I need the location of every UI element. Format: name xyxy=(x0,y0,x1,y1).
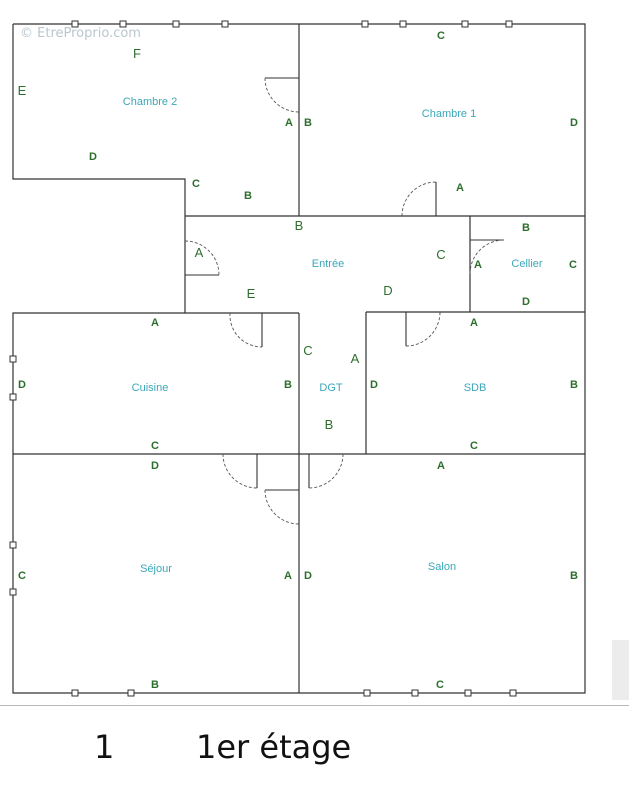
wall-letter: B xyxy=(304,117,312,129)
wall-letter: D xyxy=(18,379,26,391)
wall-letter: B xyxy=(325,417,334,432)
wall-letter: C xyxy=(436,679,444,691)
plan-caption: 1 1er étage xyxy=(0,728,629,778)
room-cuisine: Cuisine xyxy=(132,382,169,394)
wall-letter: A xyxy=(456,182,464,194)
wall-letter: D xyxy=(383,283,392,298)
windows xyxy=(9,20,517,697)
wall-letter: D xyxy=(522,296,530,308)
wall-letter: D xyxy=(304,570,312,582)
room-chambre-1: Chambre 1 xyxy=(422,108,476,120)
wall-letter: D xyxy=(89,151,97,163)
wall-letter: C xyxy=(151,440,159,452)
wall-letter: A xyxy=(195,245,204,260)
wall-letter: B xyxy=(295,218,304,233)
wall-letter: C xyxy=(303,343,312,358)
wall-letter: B xyxy=(522,222,530,234)
wall-letter: C xyxy=(569,259,577,271)
wall-letter: C xyxy=(437,30,445,42)
room-entree: Entrée xyxy=(312,258,344,270)
room-sdb: SDB xyxy=(464,382,487,394)
wall-letter: B xyxy=(244,190,252,202)
wall-letters: F E A D C B C B D A B A C E D B A C D A … xyxy=(18,30,578,691)
edge-mark xyxy=(612,640,629,700)
room-salon: Salon xyxy=(428,561,456,573)
interior-walls xyxy=(13,24,585,693)
wall-letter: C xyxy=(192,178,200,190)
wall-letter: A xyxy=(285,117,293,129)
floor-plan: © EtreProprio.com xyxy=(9,20,586,697)
wall-letter: A xyxy=(474,259,482,271)
wall-letter: C xyxy=(470,440,478,452)
wall-letter: D xyxy=(151,460,159,472)
room-sejour: Séjour xyxy=(140,563,172,575)
wall-letter: D xyxy=(570,117,578,129)
wall-letter: C xyxy=(18,570,26,582)
wall-letter: A xyxy=(351,351,360,366)
wall-letter: B xyxy=(570,570,578,582)
wall-letter: B xyxy=(284,379,292,391)
wall-letter: B xyxy=(570,379,578,391)
wall-letter: A xyxy=(284,570,292,582)
exterior-walls xyxy=(12,23,586,694)
wall-letter: E xyxy=(247,286,256,301)
caption-divider xyxy=(0,705,629,706)
room-cellier: Cellier xyxy=(511,258,543,270)
watermark: © EtreProprio.com xyxy=(20,26,141,41)
wall-letter: C xyxy=(436,247,445,262)
wall-letter: A xyxy=(151,317,159,329)
wall-letter: E xyxy=(18,83,27,98)
room-chambre-2: Chambre 2 xyxy=(123,96,177,108)
floor-level-label: 1er étage xyxy=(196,728,352,766)
room-dgt: DGT xyxy=(319,382,343,394)
wall-letter: B xyxy=(151,679,159,691)
plan-number: 1 xyxy=(94,728,115,766)
wall-letter: A xyxy=(470,317,478,329)
doors xyxy=(184,77,505,525)
wall-letter: F xyxy=(133,46,141,61)
wall-letter: A xyxy=(437,460,445,472)
wall-letter: D xyxy=(370,379,378,391)
